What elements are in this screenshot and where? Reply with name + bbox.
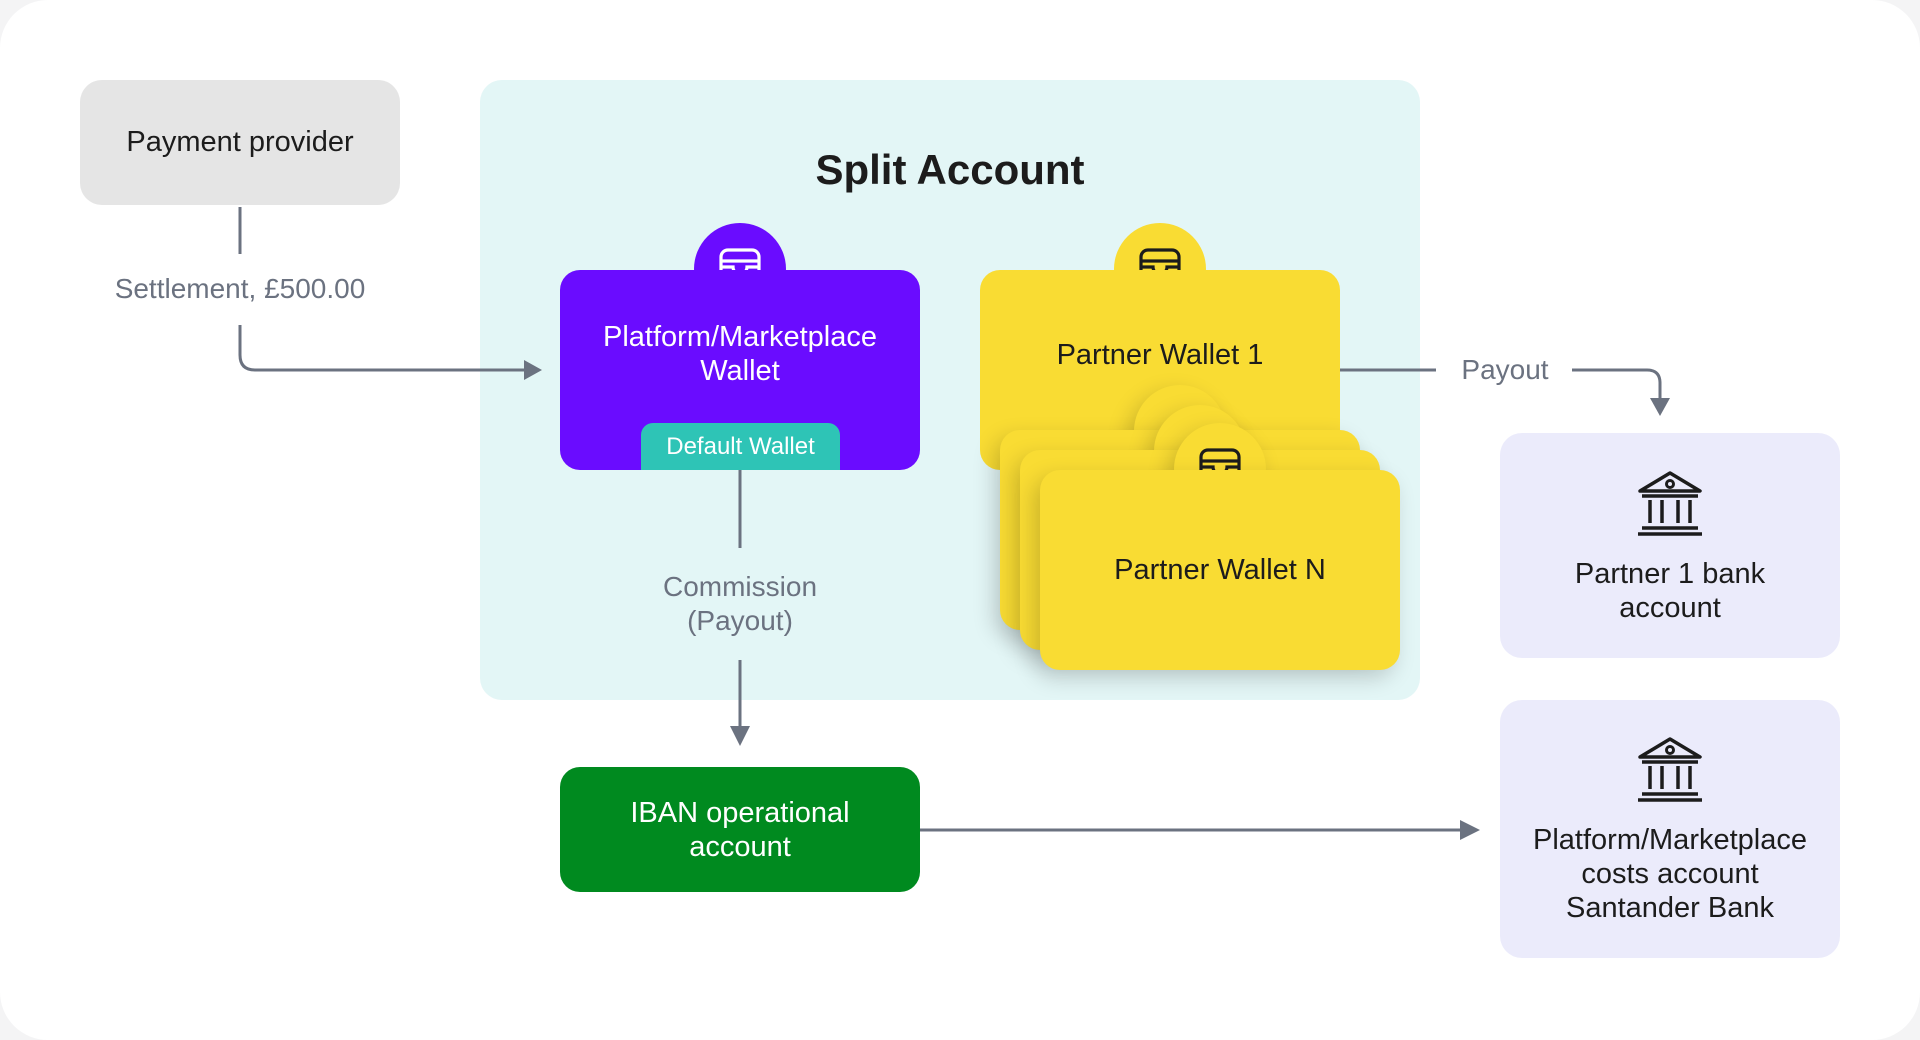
- commission-label: Commission (Payout): [662, 571, 818, 636]
- bank-icon: [1638, 737, 1702, 802]
- default-wallet-badge: Default Wallet: [641, 423, 840, 470]
- platform-costs-bank-account: Platform/Marketplace costs account Santa…: [1500, 700, 1840, 958]
- payout-connector: [1572, 368, 1662, 398]
- arrow-head: [524, 360, 542, 380]
- payment-provider-box: Payment provider: [80, 80, 400, 205]
- payout-label: Payout: [1461, 354, 1549, 385]
- split-account-title: Split Account: [815, 146, 1085, 193]
- partner-wallet-1-label: Partner Wallet 1: [1056, 339, 1264, 371]
- settlement-label: Settlement, £500.00: [114, 273, 366, 304]
- arrow-head: [730, 726, 750, 746]
- payment-provider-label: Payment provider: [126, 126, 354, 158]
- arrow-head: [1460, 820, 1480, 840]
- bank-icon: [1638, 470, 1702, 536]
- bank-1-label: Partner 1 bank account: [1574, 557, 1766, 624]
- partner-1-bank-account: Partner 1 bank account: [1500, 433, 1840, 658]
- partner-wallet-n-card: Partner Wallet N: [1040, 470, 1400, 670]
- settlement-connector: [238, 325, 524, 372]
- partner-wallet-n-label: Partner Wallet N: [1114, 554, 1326, 586]
- bank-2-label: Platform/Marketplace costs account Santa…: [1533, 824, 1807, 924]
- iban-label: IBAN operational account: [630, 796, 850, 863]
- arrow-head: [1650, 398, 1670, 416]
- iban-operational-account: IBAN operational account: [560, 767, 920, 892]
- platform-wallet-label: Platform/Marketplace Wallet: [603, 321, 877, 387]
